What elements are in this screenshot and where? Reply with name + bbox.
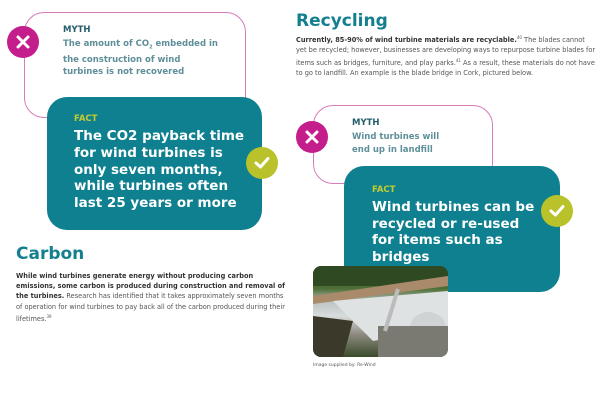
cross-icon bbox=[7, 26, 39, 58]
blade-bridge-photo bbox=[313, 266, 448, 357]
check-icon bbox=[541, 195, 573, 227]
image-caption: Image supplied by: Re-Wind bbox=[313, 363, 376, 368]
footnote-ref: 39 bbox=[46, 313, 52, 319]
myth-text: Wind turbines will end up in landfill bbox=[352, 132, 440, 155]
carbon-bold: While wind turbines generate energy with… bbox=[16, 272, 286, 301]
recycling-body: Currently, 85-90% of wind turbine materi… bbox=[296, 33, 596, 78]
recycling-bold: Currently, 85-90% of wind turbine materi… bbox=[296, 36, 517, 45]
footnote-ref: 40 bbox=[516, 35, 522, 40]
myth-text: The amount of CO2 embedded in the constr… bbox=[63, 38, 223, 78]
myth-label: MYTH bbox=[63, 25, 91, 35]
fact-text: Wind turbines can be recycled or re-used… bbox=[372, 199, 535, 265]
carbon-heading: Carbon bbox=[16, 244, 85, 264]
myth-label: MYTH bbox=[352, 118, 380, 128]
recycling-text: As a result, these materials do not have… bbox=[296, 58, 595, 77]
footnote-ref: 41 bbox=[455, 57, 461, 63]
recycling-heading: Recycling bbox=[296, 11, 388, 31]
myth-text-a: The amount of CO bbox=[63, 39, 150, 49]
cross-icon bbox=[296, 121, 328, 153]
check-icon bbox=[246, 147, 278, 179]
myth-text-b: embedded in the construction of wind tur… bbox=[63, 39, 218, 77]
carbon-body: While wind turbines generate energy with… bbox=[16, 271, 286, 324]
fact-label: FACT bbox=[372, 185, 396, 195]
recycling-text: The blades cannot yet be recycled; howev… bbox=[296, 36, 596, 67]
carbon-text: Research has identified that it takes ap… bbox=[16, 292, 285, 323]
myth-text-sub: 2 bbox=[149, 44, 153, 51]
fact-label: FACT bbox=[74, 114, 98, 124]
fact-text: The CO2 payback time for wind turbines i… bbox=[74, 128, 245, 212]
fact-card-payback bbox=[47, 97, 262, 230]
